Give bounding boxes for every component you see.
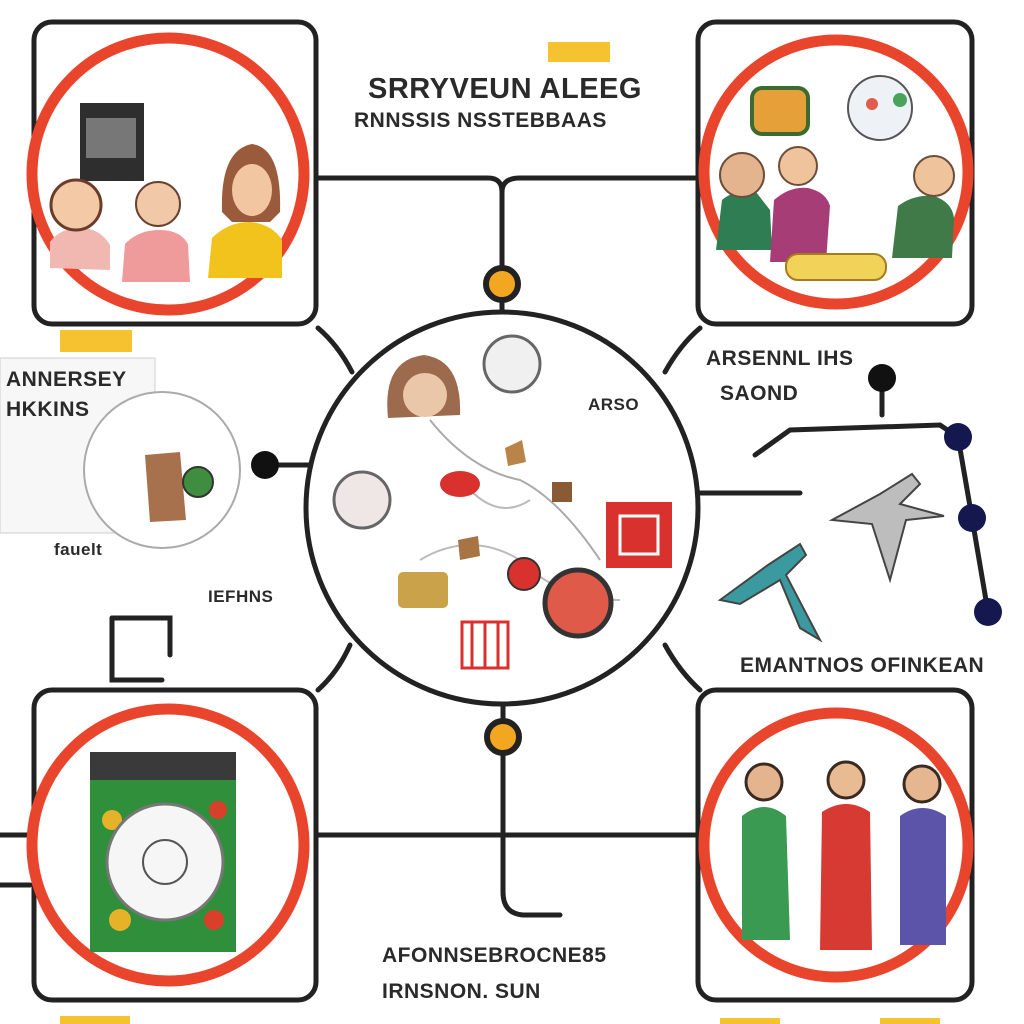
- food-image: [750, 86, 810, 136]
- gold-block: [398, 572, 448, 608]
- small-object: [552, 482, 572, 502]
- tag-box: [880, 1018, 940, 1024]
- node-dot: [958, 504, 986, 532]
- person-figure: [122, 181, 190, 282]
- thought-bubble: [847, 75, 913, 141]
- node-dot: [868, 364, 896, 392]
- person-figure: [820, 760, 872, 950]
- small-object: [458, 536, 480, 560]
- person-figure: [900, 764, 946, 945]
- central-hub: ARSO: [303, 309, 701, 707]
- hub-tag: ARSO: [588, 395, 639, 414]
- red-object: [440, 471, 480, 497]
- red-object: [507, 557, 541, 591]
- bottom-label-line2: IRNSNON. SUN: [382, 980, 541, 1003]
- person-figure: [892, 155, 955, 258]
- right-bottom-label: EMANTNOS OFINKEAN: [740, 654, 984, 677]
- tag-box: [60, 1016, 130, 1024]
- tag-box: [548, 42, 610, 62]
- left-mid-label: IEFHNS: [208, 587, 273, 606]
- left-label-line2: HKKINS: [6, 398, 90, 421]
- red-card: [606, 502, 672, 568]
- left-diagram: [0, 357, 241, 549]
- tag-box: [720, 1018, 780, 1024]
- left-label-line1: ANNERSEY: [6, 368, 127, 391]
- top-label-line1: SRRYVEUN ALEEG: [368, 73, 642, 105]
- globe-icon: [105, 802, 225, 922]
- coin-icon: [482, 334, 542, 394]
- person-figure: [716, 152, 772, 250]
- panel-top-right: [695, 19, 975, 327]
- left-small-label: fauelt: [54, 540, 102, 559]
- node-dot: [974, 598, 1002, 626]
- node-dot: [251, 451, 279, 479]
- panel-bottom-right: [695, 687, 975, 1003]
- coin-icon: [332, 470, 392, 530]
- top-label-line2: RNNSSIS NSSTEBBAAS: [354, 109, 607, 132]
- person-figure: [770, 146, 830, 262]
- node-dot: [483, 265, 521, 303]
- small-object: [505, 440, 526, 466]
- person-figure: [387, 355, 461, 418]
- bottom-label-line1: AFONNSEBROCNE85: [382, 944, 607, 967]
- panel-top-left: [26, 19, 319, 327]
- right-diagram: [717, 472, 945, 643]
- airplane-icon: [828, 472, 945, 584]
- person-figure: [49, 178, 110, 270]
- red-dial: [542, 567, 614, 639]
- connector-lines: [0, 175, 991, 918]
- person-figure: [742, 762, 790, 940]
- airplane-icon: [717, 542, 823, 643]
- person-figure: [208, 144, 282, 278]
- node-dot: [944, 423, 972, 451]
- panel-bottom-left: [26, 687, 319, 1003]
- node-dot: [484, 718, 522, 756]
- cake-tray: [785, 253, 887, 281]
- right-label-line2: SAOND: [720, 382, 798, 405]
- right-label-line1: ARSENNL IHS: [706, 347, 853, 370]
- tag-box: [60, 330, 132, 352]
